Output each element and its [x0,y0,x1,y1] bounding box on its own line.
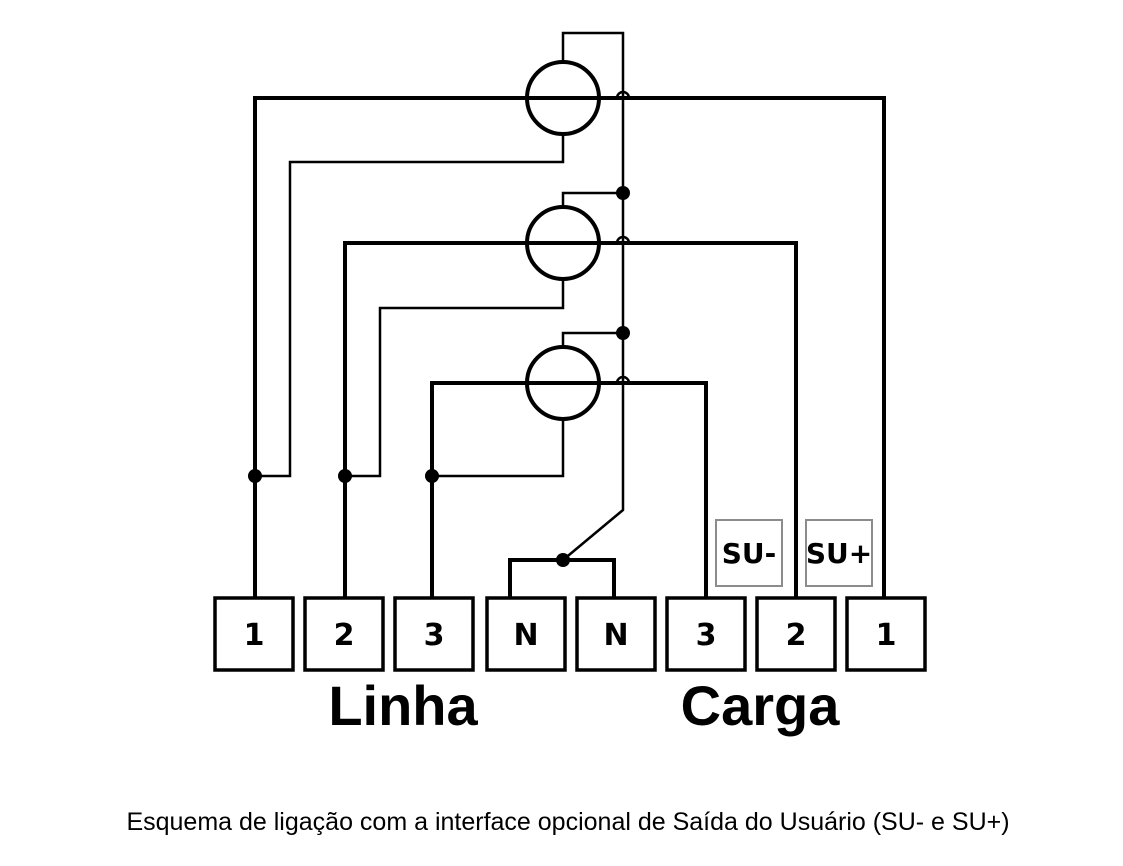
user-output-su-minus: SU- [715,519,783,587]
wire-crossings [615,90,631,384]
junction-node [338,469,352,483]
terminal-line-3: 3 [393,596,475,672]
diagram-caption: Esquema de ligação com a interface opcio… [126,808,1009,836]
load-group-label: Carga [681,674,841,737]
wire-tap-2 [345,279,565,478]
wire-load-1 [600,96,886,600]
terminal-label: 2 [786,618,807,653]
wire-load-3 [600,381,708,600]
voltage-wires [255,31,625,561]
junction-node [425,469,439,483]
meter-coils [525,60,601,421]
terminal-line-1: 1 [213,596,295,672]
terminal-neutral-line: N [485,596,567,672]
wire-line-2 [343,241,528,600]
wire-neutral-coil-2 [561,191,623,207]
wire-neutral-coil-3 [561,331,623,347]
terminal-line-2: 2 [303,596,385,672]
terminal-load-3: 3 [665,596,747,672]
junction-node [616,186,630,200]
terminal-load-1: 1 [845,596,927,672]
wire-line-1 [253,96,528,600]
user-output-label: SU- [722,537,777,570]
user-output-label: SU+ [806,537,872,570]
coil-phase-3 [525,345,601,421]
wire-line-3 [430,381,528,600]
wire-load-2 [600,241,798,600]
terminal-neutral-load: N [575,596,657,672]
wire-neutral-top [561,31,625,561]
wire-tap-3 [432,419,565,478]
terminal-label: 1 [244,618,265,653]
junction-node [616,326,630,340]
line-group-label: Linha [328,674,478,737]
terminal-label: 3 [424,618,445,653]
terminal-label: 3 [696,618,717,653]
terminal-load-2: 2 [755,596,837,672]
coil-phase-1 [525,60,601,136]
wire-tap-1 [255,134,565,478]
terminal-block: 1 2 3 N N 3 2 1 [213,596,927,672]
terminal-label: 2 [334,618,355,653]
junction-node [556,553,570,567]
junction-node [248,469,262,483]
junction-nodes [248,186,630,567]
terminal-label: 1 [876,618,897,653]
user-output-su-plus: SU+ [805,519,873,587]
terminal-label: N [513,618,538,653]
terminal-label: N [603,618,628,653]
coil-phase-2 [525,205,601,281]
